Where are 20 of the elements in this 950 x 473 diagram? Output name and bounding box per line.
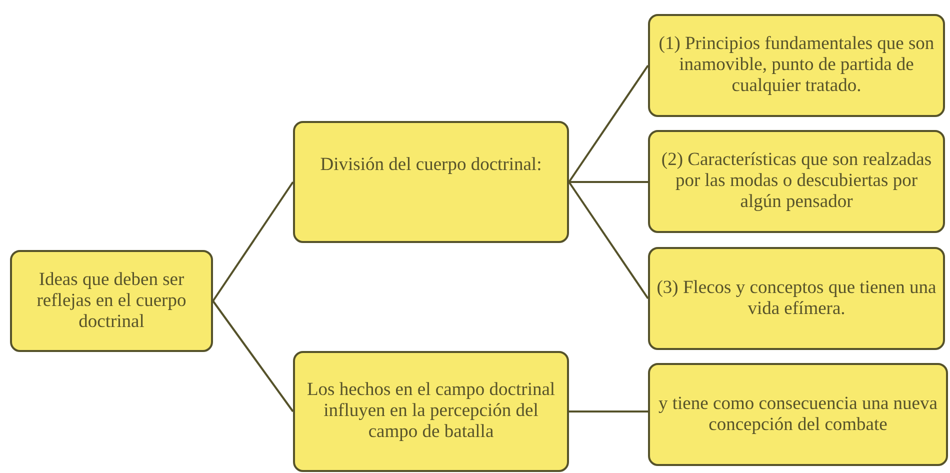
text-box [293,351,569,472]
connector-line [212,181,294,302]
box-text: División del cuerpo doctrinal: [320,155,542,176]
text-box [10,250,213,352]
connector-line [568,181,649,300]
box-text: Los hechos en el campo doctrinal influyen en la percepción del campo de batalla [306,380,556,443]
text-box [648,130,945,233]
connector-line [569,181,648,183]
text-box [293,121,569,243]
connector-line [568,64,649,183]
box-text: Ideas que deben ser reflejas en el cuerpo doctrinal [36,270,188,332]
connector-line [212,300,294,412]
box-text: (1) Principios fundamentales que son inamovible, punto de partida de cualquier tratado. [658,34,936,97]
connector-line [569,410,648,412]
text-box [648,14,945,117]
text-box [648,247,945,350]
box-text: (2) Características que son realzadas por las modas o descubiertas por algún pensador [660,150,933,213]
text-box [648,363,948,466]
box-text: y tiene como consecuencia una nueva concepción del combate [658,394,938,436]
box-text: (3) Flecos y conceptos que tienen una vida efímera. [656,278,938,320]
